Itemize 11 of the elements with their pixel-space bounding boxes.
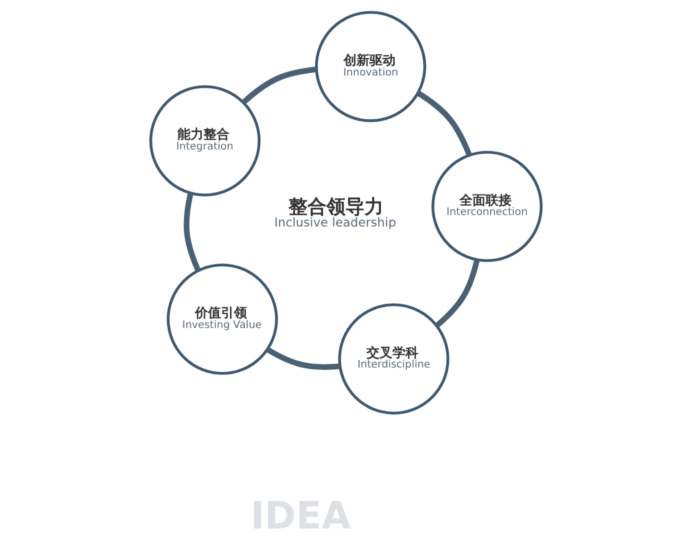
node-circle: 创新驱动 Innovation [315, 10, 426, 122]
node-circle: 交叉学科 Interdiscipline [338, 303, 450, 415]
connector [435, 259, 480, 328]
node-text: 整合领导力 Inclusive leadership [274, 196, 396, 230]
connector [242, 66, 317, 104]
connector [184, 192, 201, 272]
node-circle: 能力整合 Integration [149, 85, 261, 196]
connector [266, 347, 340, 370]
connector [416, 90, 472, 156]
node-circle: 价值引领 Investing Value [166, 264, 278, 375]
node-circle: 全面联接 Interconnection [431, 150, 543, 262]
